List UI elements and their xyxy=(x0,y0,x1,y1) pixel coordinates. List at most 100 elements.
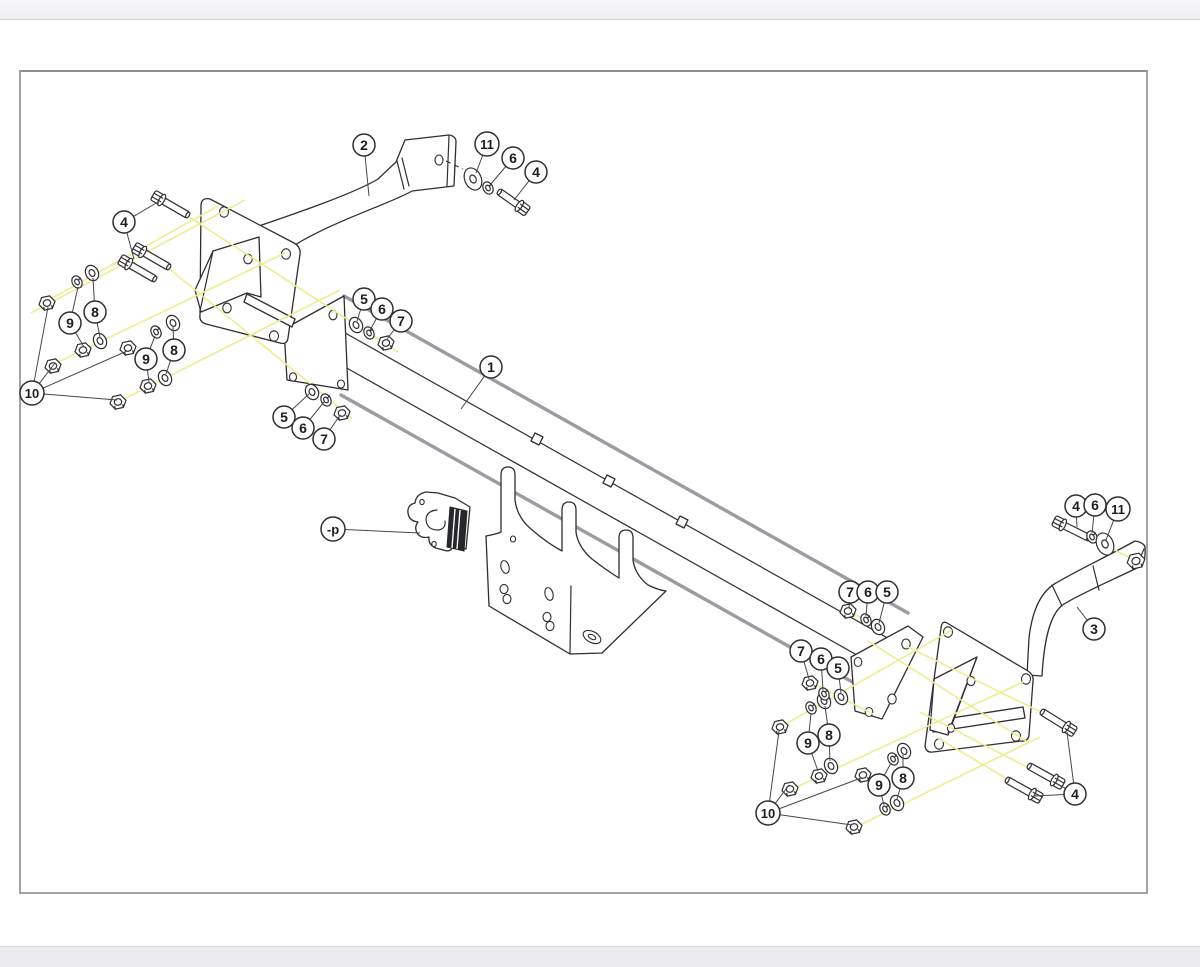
svg-text:11: 11 xyxy=(480,137,494,152)
right-beam-end-plate xyxy=(850,625,924,720)
flat-washer xyxy=(157,369,173,387)
hex-bolt xyxy=(117,254,158,283)
beam-weld-tab xyxy=(675,515,689,529)
callout-11: 11 xyxy=(1105,496,1131,522)
svg-text:4: 4 xyxy=(1072,498,1080,514)
callout-7: 7 xyxy=(389,309,413,333)
svg-text:4: 4 xyxy=(532,164,540,180)
spring-washer xyxy=(860,613,872,627)
svg-text:6: 6 xyxy=(1091,497,1099,513)
spring-washer xyxy=(482,181,494,195)
hex-nut xyxy=(771,719,789,735)
svg-text:9: 9 xyxy=(66,315,74,331)
svg-text:6: 6 xyxy=(864,584,872,600)
spring-washer xyxy=(805,701,817,715)
flat-washer xyxy=(889,794,905,812)
callout-p: -p xyxy=(320,516,346,542)
window-bottom-bar xyxy=(0,946,1200,967)
spring-washer xyxy=(71,275,83,289)
svg-text:7: 7 xyxy=(846,584,854,600)
beam-weld-tab xyxy=(530,432,544,446)
svg-text:6: 6 xyxy=(378,301,386,317)
flat-washer xyxy=(304,383,320,401)
svg-text:4: 4 xyxy=(1071,786,1079,802)
callout-6: 6 xyxy=(1083,493,1107,517)
callout-9: 9 xyxy=(134,347,158,371)
callout-7: 7 xyxy=(312,427,336,451)
spring-washer xyxy=(818,687,830,701)
callout-5: 5 xyxy=(875,580,899,604)
hex-nut xyxy=(377,335,395,351)
callout-11: 11 xyxy=(474,131,500,157)
hex-bolt xyxy=(1051,515,1092,542)
arm2-bolt-hole xyxy=(434,154,444,166)
svg-text:7: 7 xyxy=(797,643,805,659)
flat-washer xyxy=(823,757,839,775)
spring-washer xyxy=(363,326,375,340)
callout-5: 5 xyxy=(272,405,296,429)
flat-washer xyxy=(84,264,100,282)
large-flat-washer xyxy=(1095,532,1115,556)
callout-5: 5 xyxy=(826,656,850,680)
svg-text:6: 6 xyxy=(509,150,517,166)
svg-text:7: 7 xyxy=(320,431,328,447)
svg-text:7: 7 xyxy=(397,313,405,329)
callout-9: 9 xyxy=(58,311,82,335)
hex-nut xyxy=(333,405,351,421)
svg-text:5: 5 xyxy=(883,584,891,600)
callout-6: 6 xyxy=(501,146,525,170)
callout-6: 6 xyxy=(370,297,394,321)
hex-nut xyxy=(109,394,127,410)
weld-nut xyxy=(1126,552,1146,570)
svg-text:-p: -p xyxy=(327,522,339,537)
callout-9: 9 xyxy=(796,731,820,755)
callout-3: 3 xyxy=(1082,617,1106,641)
svg-text:1: 1 xyxy=(487,359,495,375)
svg-text:2: 2 xyxy=(360,137,368,153)
svg-text:5: 5 xyxy=(834,660,842,676)
crossbeam-part1 xyxy=(335,294,910,695)
spring-washer xyxy=(1086,530,1098,544)
hex-nut xyxy=(139,378,157,394)
svg-text:8: 8 xyxy=(899,770,907,786)
flat-washer xyxy=(833,688,849,706)
callout-10: 10 xyxy=(755,800,781,826)
svg-text:11: 11 xyxy=(1111,502,1125,517)
callout-8: 8 xyxy=(891,766,915,790)
hex-bolt xyxy=(131,242,172,271)
window-top-bar xyxy=(0,0,1200,20)
svg-text:9: 9 xyxy=(804,735,812,751)
hex-nut xyxy=(845,819,863,835)
hex-nut xyxy=(801,675,819,691)
flat-washer xyxy=(348,316,364,334)
callout-8: 8 xyxy=(162,338,186,362)
hex-nut xyxy=(810,768,828,784)
hex-bolt xyxy=(496,188,531,216)
flat-washer xyxy=(896,742,912,760)
large-flat-washer xyxy=(463,167,483,191)
dashed-axis-links xyxy=(445,160,464,170)
svg-text:8: 8 xyxy=(91,304,99,320)
svg-text:8: 8 xyxy=(825,727,833,743)
callout-4: 4 xyxy=(1063,782,1087,806)
hex-nut xyxy=(839,603,857,619)
callout-5: 5 xyxy=(352,287,376,311)
callout-8: 8 xyxy=(817,723,841,747)
svg-text:3: 3 xyxy=(1090,621,1098,637)
flat-washer xyxy=(92,332,108,350)
flat-washer xyxy=(165,314,181,332)
hex-nut xyxy=(119,340,137,356)
callout-6: 6 xyxy=(291,416,315,440)
beam-weld-tab xyxy=(602,474,616,488)
center-saddle-bracket xyxy=(485,466,667,655)
clip-part-p xyxy=(407,491,471,552)
callout-4: 4 xyxy=(112,210,136,234)
svg-text:6: 6 xyxy=(299,420,307,436)
left-mounting-bracket xyxy=(194,198,301,345)
svg-text:6: 6 xyxy=(817,651,825,667)
fastener-hardware xyxy=(38,167,1146,835)
callout-9: 9 xyxy=(867,773,891,797)
